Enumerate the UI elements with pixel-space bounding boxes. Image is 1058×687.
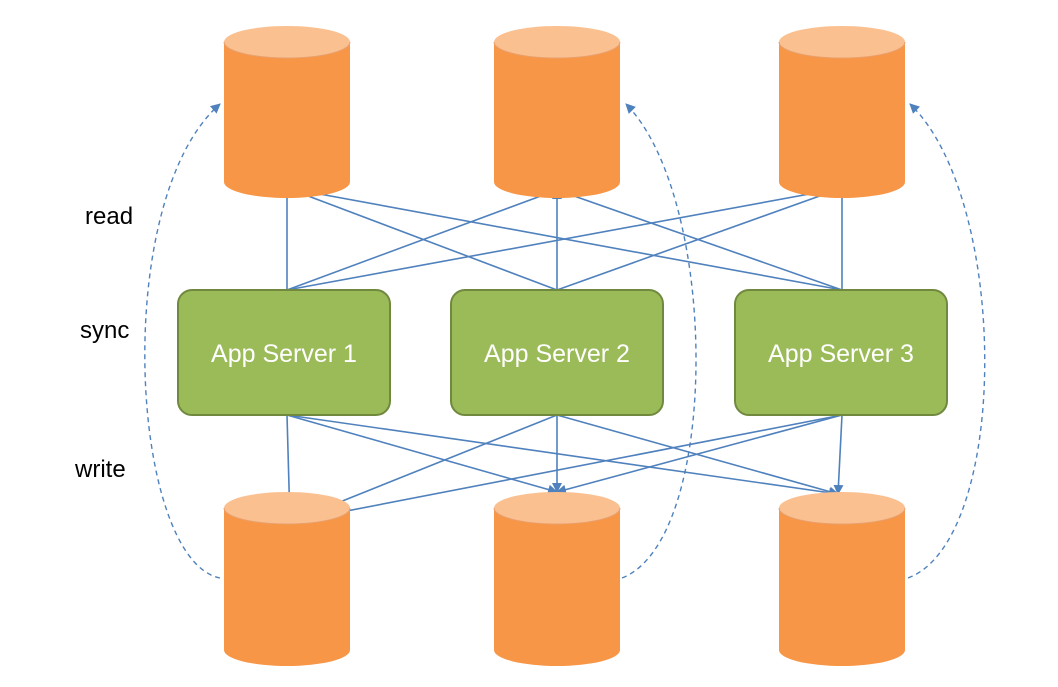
sync-arrow-2 (621, 103, 697, 579)
read-databases (223, 26, 906, 198)
db-read-1-rim (223, 41, 351, 59)
db-read-2-body (494, 42, 620, 198)
sync-arrow-3 (907, 103, 986, 579)
db-write-2[interactable] (493, 492, 621, 666)
db-read-2[interactable] (493, 26, 621, 198)
db-read-3[interactable] (778, 26, 906, 198)
write-arrow-s1-d2 (286, 414, 558, 495)
db-read-3-body (779, 42, 905, 198)
read-arrow-s3-d1 (286, 184, 843, 291)
read-arrow-s3-d2 (556, 188, 843, 291)
write-arrow-s3-d2 (556, 414, 843, 495)
app-server-1-box[interactable] (177, 289, 391, 416)
db-write-2-body (494, 508, 620, 666)
db-write-3-top (779, 492, 905, 524)
app-server-3-label: App Server 3 (768, 340, 914, 368)
db-write-3-rim (778, 507, 906, 525)
read-label: read (85, 203, 133, 230)
write-arrow-s1-d3 (286, 414, 839, 498)
db-write-2-rim (493, 507, 621, 525)
app-server-1[interactable]: App Server 1 (177, 289, 391, 416)
write-databases (223, 492, 906, 666)
app-server-2-box[interactable] (450, 289, 664, 416)
db-read-1-top (224, 26, 350, 58)
read-arrow-s1-d2 (286, 188, 558, 291)
db-write-1-body (224, 508, 350, 666)
db-read-3-top (779, 26, 905, 58)
write-arrow-s3-d3 (833, 414, 844, 495)
sync-label: sync (80, 317, 129, 344)
app-server-3[interactable]: App Server 3 (734, 289, 948, 416)
app-server-1-label: App Server 1 (211, 340, 357, 368)
db-read-3-rim (778, 41, 906, 59)
db-read-2-rim (493, 41, 621, 59)
db-read-2-top (494, 26, 620, 58)
sync-arrows (144, 103, 986, 579)
db-write-2-top (494, 492, 620, 524)
app-server-2-label: App Server 2 (484, 340, 630, 368)
db-write-1-top (224, 492, 350, 524)
app-server-3-box[interactable] (734, 289, 948, 416)
read-write-arrows (282, 184, 847, 526)
db-write-3[interactable] (778, 492, 906, 666)
db-read-1-body (224, 42, 350, 198)
db-write-1[interactable] (223, 492, 351, 666)
app-server-2[interactable]: App Server 2 (450, 289, 664, 416)
db-write-3-body (779, 508, 905, 666)
write-arrow-s3-d1 (289, 414, 843, 526)
db-write-1-rim (223, 507, 351, 525)
write-label: write (74, 456, 126, 483)
read-arrow-s2-d3 (556, 186, 843, 291)
read-arrow-s2-d1 (286, 186, 558, 291)
db-read-1[interactable] (223, 26, 351, 198)
